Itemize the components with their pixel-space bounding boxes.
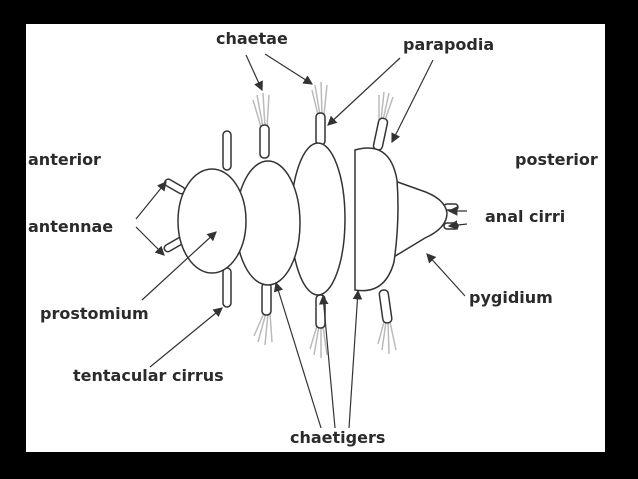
label-posterior: posterior — [515, 150, 598, 169]
label-antennae: antennae — [28, 217, 114, 236]
label-tentacular-cirrus: tentacular cirrus — [73, 366, 224, 385]
body-segments — [177, 142, 399, 296]
pointer-lines — [135, 53, 468, 429]
tentacular-cirri — [222, 130, 232, 308]
chaetiger-segment-3 — [354, 147, 399, 292]
label-parapodia: parapodia — [403, 35, 495, 54]
chaetae-bristles — [252, 81, 397, 358]
label-chaetae: chaetae — [216, 29, 288, 48]
prostomium-shape — [177, 168, 247, 274]
pygidium-shape — [391, 178, 448, 260]
label-chaetigers: chaetigers — [290, 428, 386, 447]
label-anterior: anterior — [28, 150, 101, 169]
label-prostomium: prostomium — [40, 304, 149, 323]
label-anal-cirri: anal cirri — [485, 207, 566, 226]
label-pygidium: pygidium — [469, 288, 553, 307]
